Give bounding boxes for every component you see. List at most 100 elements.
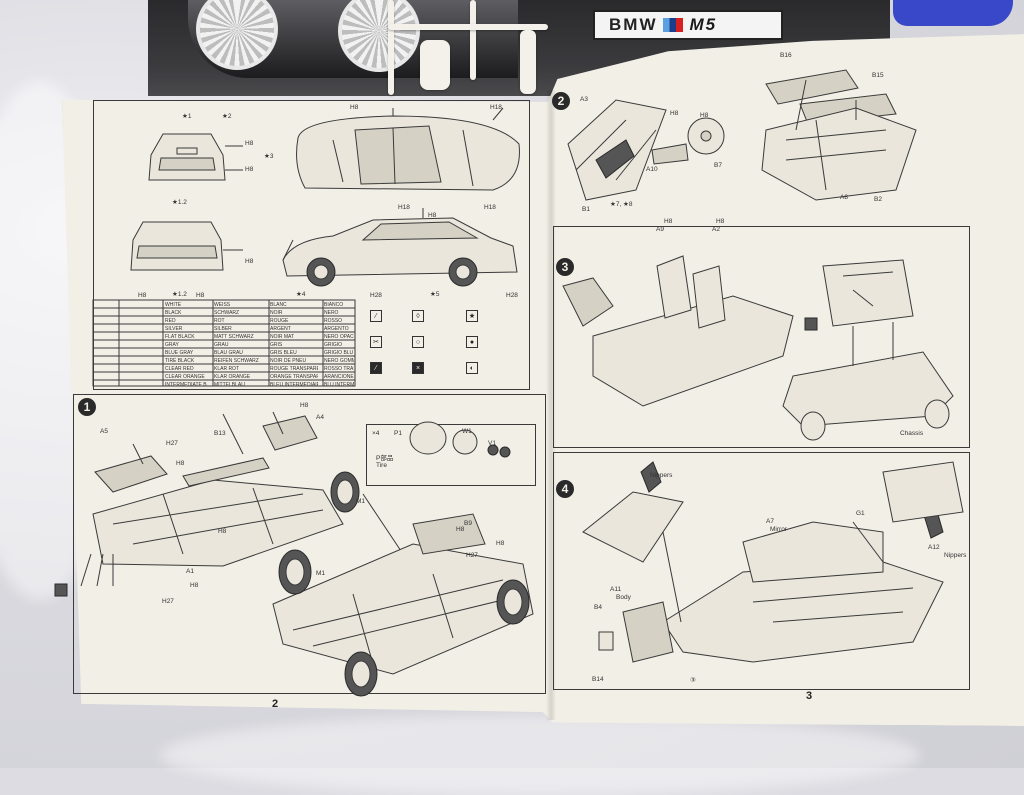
cloth-fold [160, 715, 920, 795]
part-label: A9 [656, 226, 664, 233]
paint-table-grid [92, 299, 356, 387]
inset-label: V1 [488, 440, 496, 447]
part-label: A1 [186, 568, 194, 575]
star-label: ★1.2 [172, 291, 187, 298]
star-icon: ★ [466, 310, 478, 322]
star-label: ★4 [296, 291, 306, 298]
repeat-icon: × [412, 362, 424, 374]
decal-icon: ◊ [412, 310, 424, 322]
tire-inset-frame [366, 424, 536, 486]
part-label: A5 [100, 428, 108, 435]
paint-icon: ⁄ [370, 362, 382, 374]
part-label: H27 [162, 598, 174, 605]
sprue-part [520, 30, 536, 94]
nippers-label: Nippers [650, 472, 673, 479]
part-label: B16 [780, 52, 792, 59]
page-number-right: 3 [806, 690, 813, 702]
box-wheel [338, 0, 420, 72]
step-1-diagram [54, 411, 534, 697]
part-label: H27 [466, 552, 478, 559]
h-label: H8 [138, 292, 147, 299]
drill-icon: ○ [412, 336, 424, 348]
chassis-label: Chassis [900, 430, 924, 437]
h-label: H18 [490, 104, 502, 111]
h-label: H8 [350, 104, 359, 111]
part-label: B9 [464, 520, 472, 527]
star-label: ★2 [222, 113, 232, 120]
part-label: G1 [856, 510, 865, 517]
h-label: H8 [196, 292, 205, 299]
part-label: H8 [176, 460, 185, 467]
inset-label: P1 [394, 430, 402, 437]
part-label: B15 [872, 72, 884, 79]
part-label: A10 [646, 166, 658, 173]
part-label: A12 [928, 544, 940, 551]
part-label: H8 [300, 402, 309, 409]
step-4-diagram [582, 461, 964, 663]
h-label: H8 [428, 212, 437, 219]
cut-icon: ✂ [370, 336, 382, 348]
h-label: H8 [245, 166, 254, 173]
step-2-number: 2 [552, 92, 570, 110]
h-label: H8 [245, 258, 254, 265]
part-label: M1 [356, 498, 366, 505]
nippers-label: Nippers [944, 552, 967, 559]
part-label: H27 [166, 440, 178, 447]
step-2-note: ★7, ★8 [610, 201, 633, 208]
part-label: B13 [214, 430, 226, 437]
inset-label: W1 [462, 428, 472, 435]
part-label: A8 [840, 194, 848, 201]
part-label: A11 [610, 586, 622, 593]
part-label: H8 [716, 218, 725, 225]
part-label: B1 [582, 206, 590, 213]
sprue-runner [470, 0, 476, 80]
page-number-left: 2 [272, 698, 279, 710]
h-label: H28 [370, 292, 382, 299]
inset-label: Tire [376, 462, 387, 469]
h-label: H18 [484, 204, 496, 211]
star-label: ★5 [430, 291, 440, 298]
step-1-frame [73, 394, 546, 694]
inset-label: P部品 [376, 455, 394, 462]
step-1-number: 1 [78, 398, 96, 416]
plate-text: BMW [609, 15, 658, 34]
part-label: H8 [496, 540, 505, 547]
part-label: A7 [766, 518, 774, 525]
step-3-frame [553, 226, 970, 448]
part-label: A2 [712, 226, 720, 233]
step-2-diagram [567, 69, 917, 201]
photo-etch-icon: ◐ [466, 362, 478, 374]
box-wheel [196, 0, 278, 70]
sprue-runner [388, 24, 548, 30]
part-label: H8 [456, 526, 465, 533]
plate-note: ③ [690, 677, 696, 684]
h-label: H8 [245, 140, 254, 147]
part-label: B14 [592, 676, 604, 683]
step-4-number: 4 [556, 480, 574, 498]
part-label: H8 [700, 112, 709, 119]
part-label: B7 [714, 162, 722, 169]
plate-badge: M5 [689, 15, 718, 34]
part-label: B4 [594, 604, 602, 611]
blue-car-part [893, 0, 1013, 26]
body-label: Body [616, 594, 631, 601]
kit-box: BMW M5 [148, 0, 1013, 96]
m-stripe-icon [663, 18, 684, 32]
paint-guide-frame [93, 100, 530, 390]
h-label: H18 [398, 204, 410, 211]
inset-label: ×4 [372, 430, 380, 437]
part-label: M1 [316, 570, 326, 577]
mirror-label: Mirror [770, 526, 787, 533]
star-label: ★1.2 [172, 199, 187, 206]
star-label: ★1 [182, 113, 192, 120]
part-label: H8 [664, 218, 673, 225]
cement-icon: ⁄ [370, 310, 382, 322]
part-label: B2 [874, 196, 882, 203]
step-3-diagram [562, 255, 954, 441]
h-label: H28 [506, 292, 518, 299]
part-label: A4 [316, 414, 324, 421]
step-3-number: 3 [556, 258, 574, 276]
box-license-plate: BMW M5 [593, 10, 783, 40]
sprue-runner [388, 0, 394, 95]
step-4-frame [553, 452, 970, 690]
